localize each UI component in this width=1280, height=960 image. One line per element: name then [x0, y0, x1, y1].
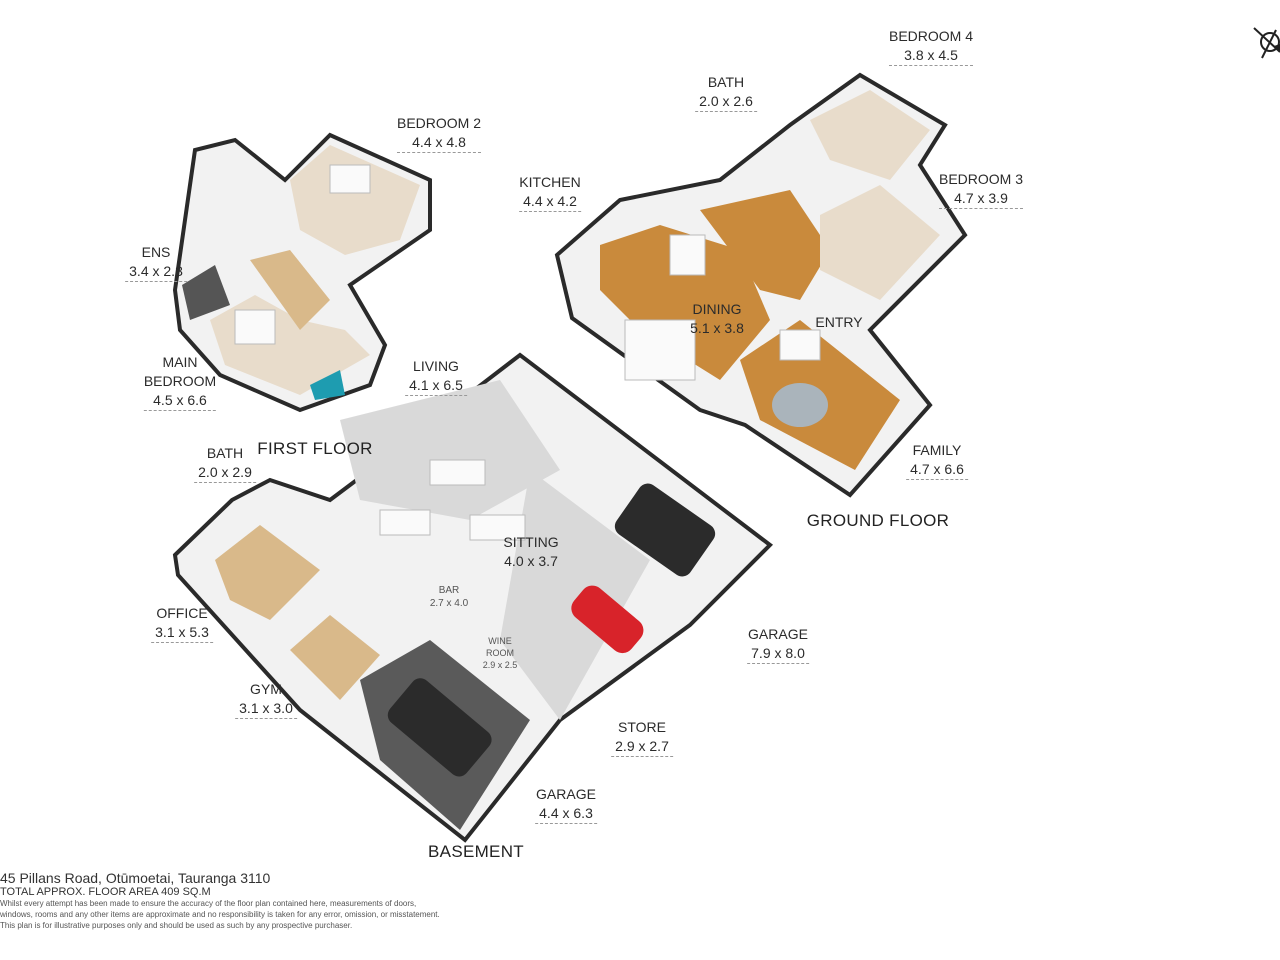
room-label-garage-large: GARAGE 7.9 x 8.0: [747, 625, 809, 664]
room-name: GARAGE: [748, 626, 808, 642]
room-label-bedroom-2: BEDROOM 2 4.4 x 4.8: [396, 114, 482, 153]
room-label-main-bedroom: MAIN BEDROOM 4.5 x 6.6: [143, 353, 217, 411]
floor-title-basement: BASEMENT: [428, 842, 524, 861]
room-label-bath-ground: BATH 2.0 x 2.6: [695, 73, 757, 112]
room-label-entry: ENTRY: [815, 313, 862, 332]
room-label-bedroom-3: BEDROOM 3 4.7 x 3.9: [938, 170, 1024, 209]
room-label-garage-small: GARAGE 4.4 x 6.3: [535, 785, 597, 824]
room-name: ENS: [141, 244, 171, 260]
room-name: BEDROOM 2: [396, 115, 482, 131]
room-name: MAIN: [162, 354, 198, 370]
room-dimensions: 4.4 x 4.8: [396, 133, 482, 153]
room-dimensions: 4.7 x 6.6: [906, 460, 968, 480]
room-label-dining: DINING 5.1 x 3.8: [686, 300, 748, 338]
room-name: ENTRY: [815, 314, 863, 330]
room-name: BATH: [707, 74, 745, 90]
room-name: ROOM: [486, 648, 514, 658]
room-name: KITCHEN: [519, 174, 581, 190]
disclaimer-line: This plan is for illustrative purposes o…: [0, 921, 353, 930]
room-name: BATH: [206, 445, 244, 461]
basement-plan: [172, 352, 774, 843]
room-name: WINE: [488, 636, 512, 646]
room-label-living: LIVING 4.1 x 6.5: [405, 357, 467, 396]
total-floor-area: TOTAL APPROX. FLOOR AREA 409 SQ.M: [0, 886, 211, 898]
room-name: LIVING: [413, 358, 459, 374]
room-name: SITTING: [503, 534, 559, 550]
room-label-sitting: SITTING 4.0 x 3.7: [500, 533, 562, 571]
room-dimensions: 2.0 x 2.6: [695, 92, 757, 112]
room-dimensions: 4.7 x 3.9: [938, 189, 1024, 209]
disclaimer-line: windows, rooms and any other items are a…: [0, 910, 440, 919]
room-label-bar: BAR 2.7 x 4.0: [426, 584, 472, 610]
room-dimensions: 4.4 x 6.3: [535, 804, 597, 824]
room-name: DINING: [692, 301, 742, 317]
property-address: 45 Pillans Road, Otūmoetai, Tauranga 311…: [0, 870, 271, 886]
room-dimensions: 3.1 x 5.3: [151, 623, 213, 643]
room-name: GYM: [250, 681, 282, 697]
ground-floor-plan: [554, 72, 968, 498]
disclaimer-line: Whilst every attempt has been made to en…: [0, 899, 417, 908]
room-label-office: OFFICE 3.1 x 5.3: [151, 604, 213, 643]
room-dimensions: 3.4 x 2.3: [125, 262, 187, 282]
room-name: BAR: [438, 585, 460, 596]
first-floor-plan: [172, 132, 432, 413]
room-dimensions: 2.9 x 2.5: [482, 660, 518, 670]
room-dimensions: 2.7 x 4.0: [429, 598, 469, 609]
room-label-kitchen: KITCHEN 4.4 x 4.2: [519, 173, 581, 212]
floor-title-first: FIRST FLOOR: [257, 439, 373, 458]
room-dimensions: 4.5 x 6.6: [143, 391, 217, 411]
room-name: BEDROOM 3: [938, 171, 1024, 187]
room-name: BEDROOM 4: [888, 28, 974, 44]
floor-title-ground: GROUND FLOOR: [806, 511, 950, 530]
room-dimensions: 3.1 x 3.0: [235, 699, 297, 719]
footer: 45 Pillans Road, Otūmoetai, Tauranga 311…: [0, 870, 440, 931]
room-dimensions: 3.8 x 4.5: [888, 46, 974, 66]
room-name: FAMILY: [912, 442, 962, 458]
room-label-bedroom-4: BEDROOM 4 3.8 x 4.5: [888, 27, 974, 66]
room-name: BEDROOM: [143, 373, 217, 389]
room-dimensions: 4.0 x 3.7: [504, 553, 558, 569]
room-dimensions: 7.9 x 8.0: [747, 644, 809, 664]
room-dimensions: 4.1 x 6.5: [405, 376, 467, 396]
room-dimensions: 4.4 x 4.2: [519, 192, 581, 212]
room-dimensions: 2.9 x 2.7: [611, 737, 673, 757]
room-label-store: STORE 2.9 x 2.7: [611, 718, 673, 757]
room-name: OFFICE: [156, 605, 208, 621]
room-label-ens: ENS 3.4 x 2.3: [125, 243, 187, 282]
room-name: GARAGE: [536, 786, 596, 802]
room-dimensions: 2.0 x 2.9: [194, 463, 256, 483]
room-name: STORE: [618, 719, 666, 735]
room-label-gym: GYM 3.1 x 3.0: [235, 680, 297, 719]
room-label-family: FAMILY 4.7 x 6.6: [906, 441, 968, 480]
room-label-bath-basement: BATH 2.0 x 2.9: [194, 444, 256, 483]
room-label-wine-room: WINE ROOM 2.9 x 2.5: [479, 635, 522, 671]
room-dimensions: 5.1 x 3.8: [690, 320, 744, 336]
north-arrow-icon: [1253, 27, 1280, 59]
